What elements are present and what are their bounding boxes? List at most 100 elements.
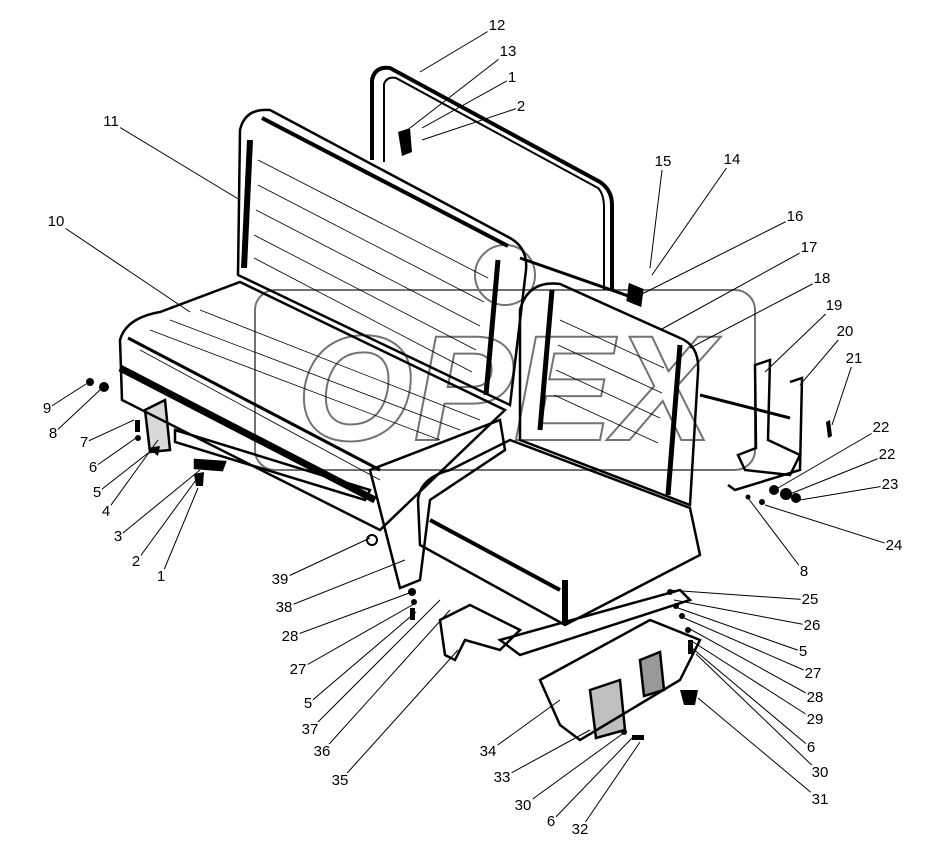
leader-line	[279, 537, 371, 581]
left-legs	[143, 398, 372, 502]
callout-label: 33	[492, 769, 512, 786]
leader-line	[695, 653, 821, 774]
leader-line	[421, 106, 522, 141]
callout-label: 4	[100, 503, 112, 520]
callout-label: 6	[545, 813, 557, 830]
leader-line	[52, 389, 101, 435]
callout-label: 8	[47, 425, 59, 442]
callout-label: 39	[270, 571, 290, 588]
callout-label: 35	[330, 772, 350, 789]
callout-label: 36	[312, 743, 332, 760]
leader-line	[689, 639, 816, 721]
callout-label: 30	[513, 797, 533, 814]
callout-label: 12	[487, 17, 507, 34]
callout-label: 38	[274, 599, 294, 616]
callout-label: 23	[880, 476, 900, 493]
callout-label: 22	[877, 446, 897, 463]
leader-line	[83, 419, 135, 444]
leader-line	[667, 589, 811, 601]
leader-line	[307, 611, 417, 705]
leader-line	[283, 559, 406, 609]
callout-label: 5	[797, 643, 809, 660]
leader-line	[409, 51, 509, 129]
callout-label: 19	[824, 297, 844, 314]
callout-label: 16	[785, 208, 805, 225]
callout-label: 29	[805, 711, 825, 728]
callout-label: 25	[800, 591, 820, 608]
leader-line	[339, 649, 459, 782]
leader-line	[117, 469, 201, 538]
seat-base-frame	[438, 588, 702, 742]
single-seat-cushion	[416, 438, 702, 627]
callout-label: 3	[112, 528, 124, 545]
callout-label: 6	[805, 739, 817, 756]
callout-label: 15	[653, 153, 673, 170]
callout-label: 34	[478, 743, 498, 760]
leader-line	[639, 216, 796, 296]
leader-line	[419, 25, 498, 73]
side-brackets	[727, 358, 804, 492]
callout-label: 32	[570, 821, 590, 838]
leader-line	[659, 247, 810, 331]
callout-label: 1	[506, 69, 518, 86]
callout-label: 10	[46, 213, 66, 230]
double-seat-backrest	[236, 108, 528, 407]
leader-line	[747, 497, 805, 573]
cushion-hatching	[139, 309, 481, 481]
single-seat-backrest	[518, 282, 700, 507]
leader-line	[777, 427, 882, 489]
leader-line	[309, 599, 441, 731]
callout-label: 11	[102, 113, 120, 130]
callout-label: 6	[87, 459, 99, 476]
leader-line	[55, 221, 191, 313]
leader-line	[799, 331, 846, 386]
leader-line	[697, 697, 821, 801]
leader-line	[110, 121, 241, 201]
callout-label: 5	[302, 695, 314, 712]
leader-line	[799, 484, 891, 501]
leader-line	[550, 737, 633, 823]
armrest-block	[368, 418, 507, 590]
callout-label: 31	[810, 791, 830, 808]
leader-line	[160, 487, 199, 578]
fasteners-right	[745, 485, 801, 505]
leader-line	[487, 699, 561, 753]
callout-label: 17	[799, 239, 819, 256]
callout-label: 20	[835, 323, 855, 340]
callout-label: 28	[280, 628, 300, 645]
callout-label: 1	[155, 568, 167, 585]
leader-line	[522, 731, 626, 807]
callout-label: 28	[805, 689, 825, 706]
headrest-frame	[370, 65, 614, 290]
callout-label: 9	[41, 400, 53, 417]
leader-line	[689, 278, 823, 349]
leader-line	[683, 617, 814, 675]
callout-label: 14	[722, 151, 742, 168]
leader-line	[46, 383, 87, 410]
leader-line	[96, 449, 153, 494]
leader-line	[297, 603, 415, 671]
callout-label: 27	[803, 665, 823, 682]
callout-label: 13	[498, 43, 518, 60]
leader-line	[677, 607, 804, 653]
leader-line	[789, 454, 888, 495]
fasteners-left	[86, 378, 378, 546]
support-rods	[519, 256, 791, 420]
leader-line	[105, 439, 159, 513]
leader-lines	[46, 25, 895, 831]
leader-line	[673, 599, 813, 627]
leader-line	[764, 305, 835, 373]
callout-label: 21	[844, 350, 864, 367]
clip-icon	[398, 128, 412, 156]
callout-label: 7	[78, 434, 90, 451]
callout-label: 2	[130, 553, 142, 570]
backrest-hatching	[253, 159, 489, 373]
callout-label: 26	[802, 617, 822, 634]
leader-line	[321, 609, 451, 753]
callout-label: 30	[810, 764, 830, 781]
callout-label: 27	[288, 661, 308, 678]
callout-label: 24	[884, 537, 904, 554]
callout-label: 22	[871, 419, 891, 436]
callout-label: 5	[91, 484, 103, 501]
